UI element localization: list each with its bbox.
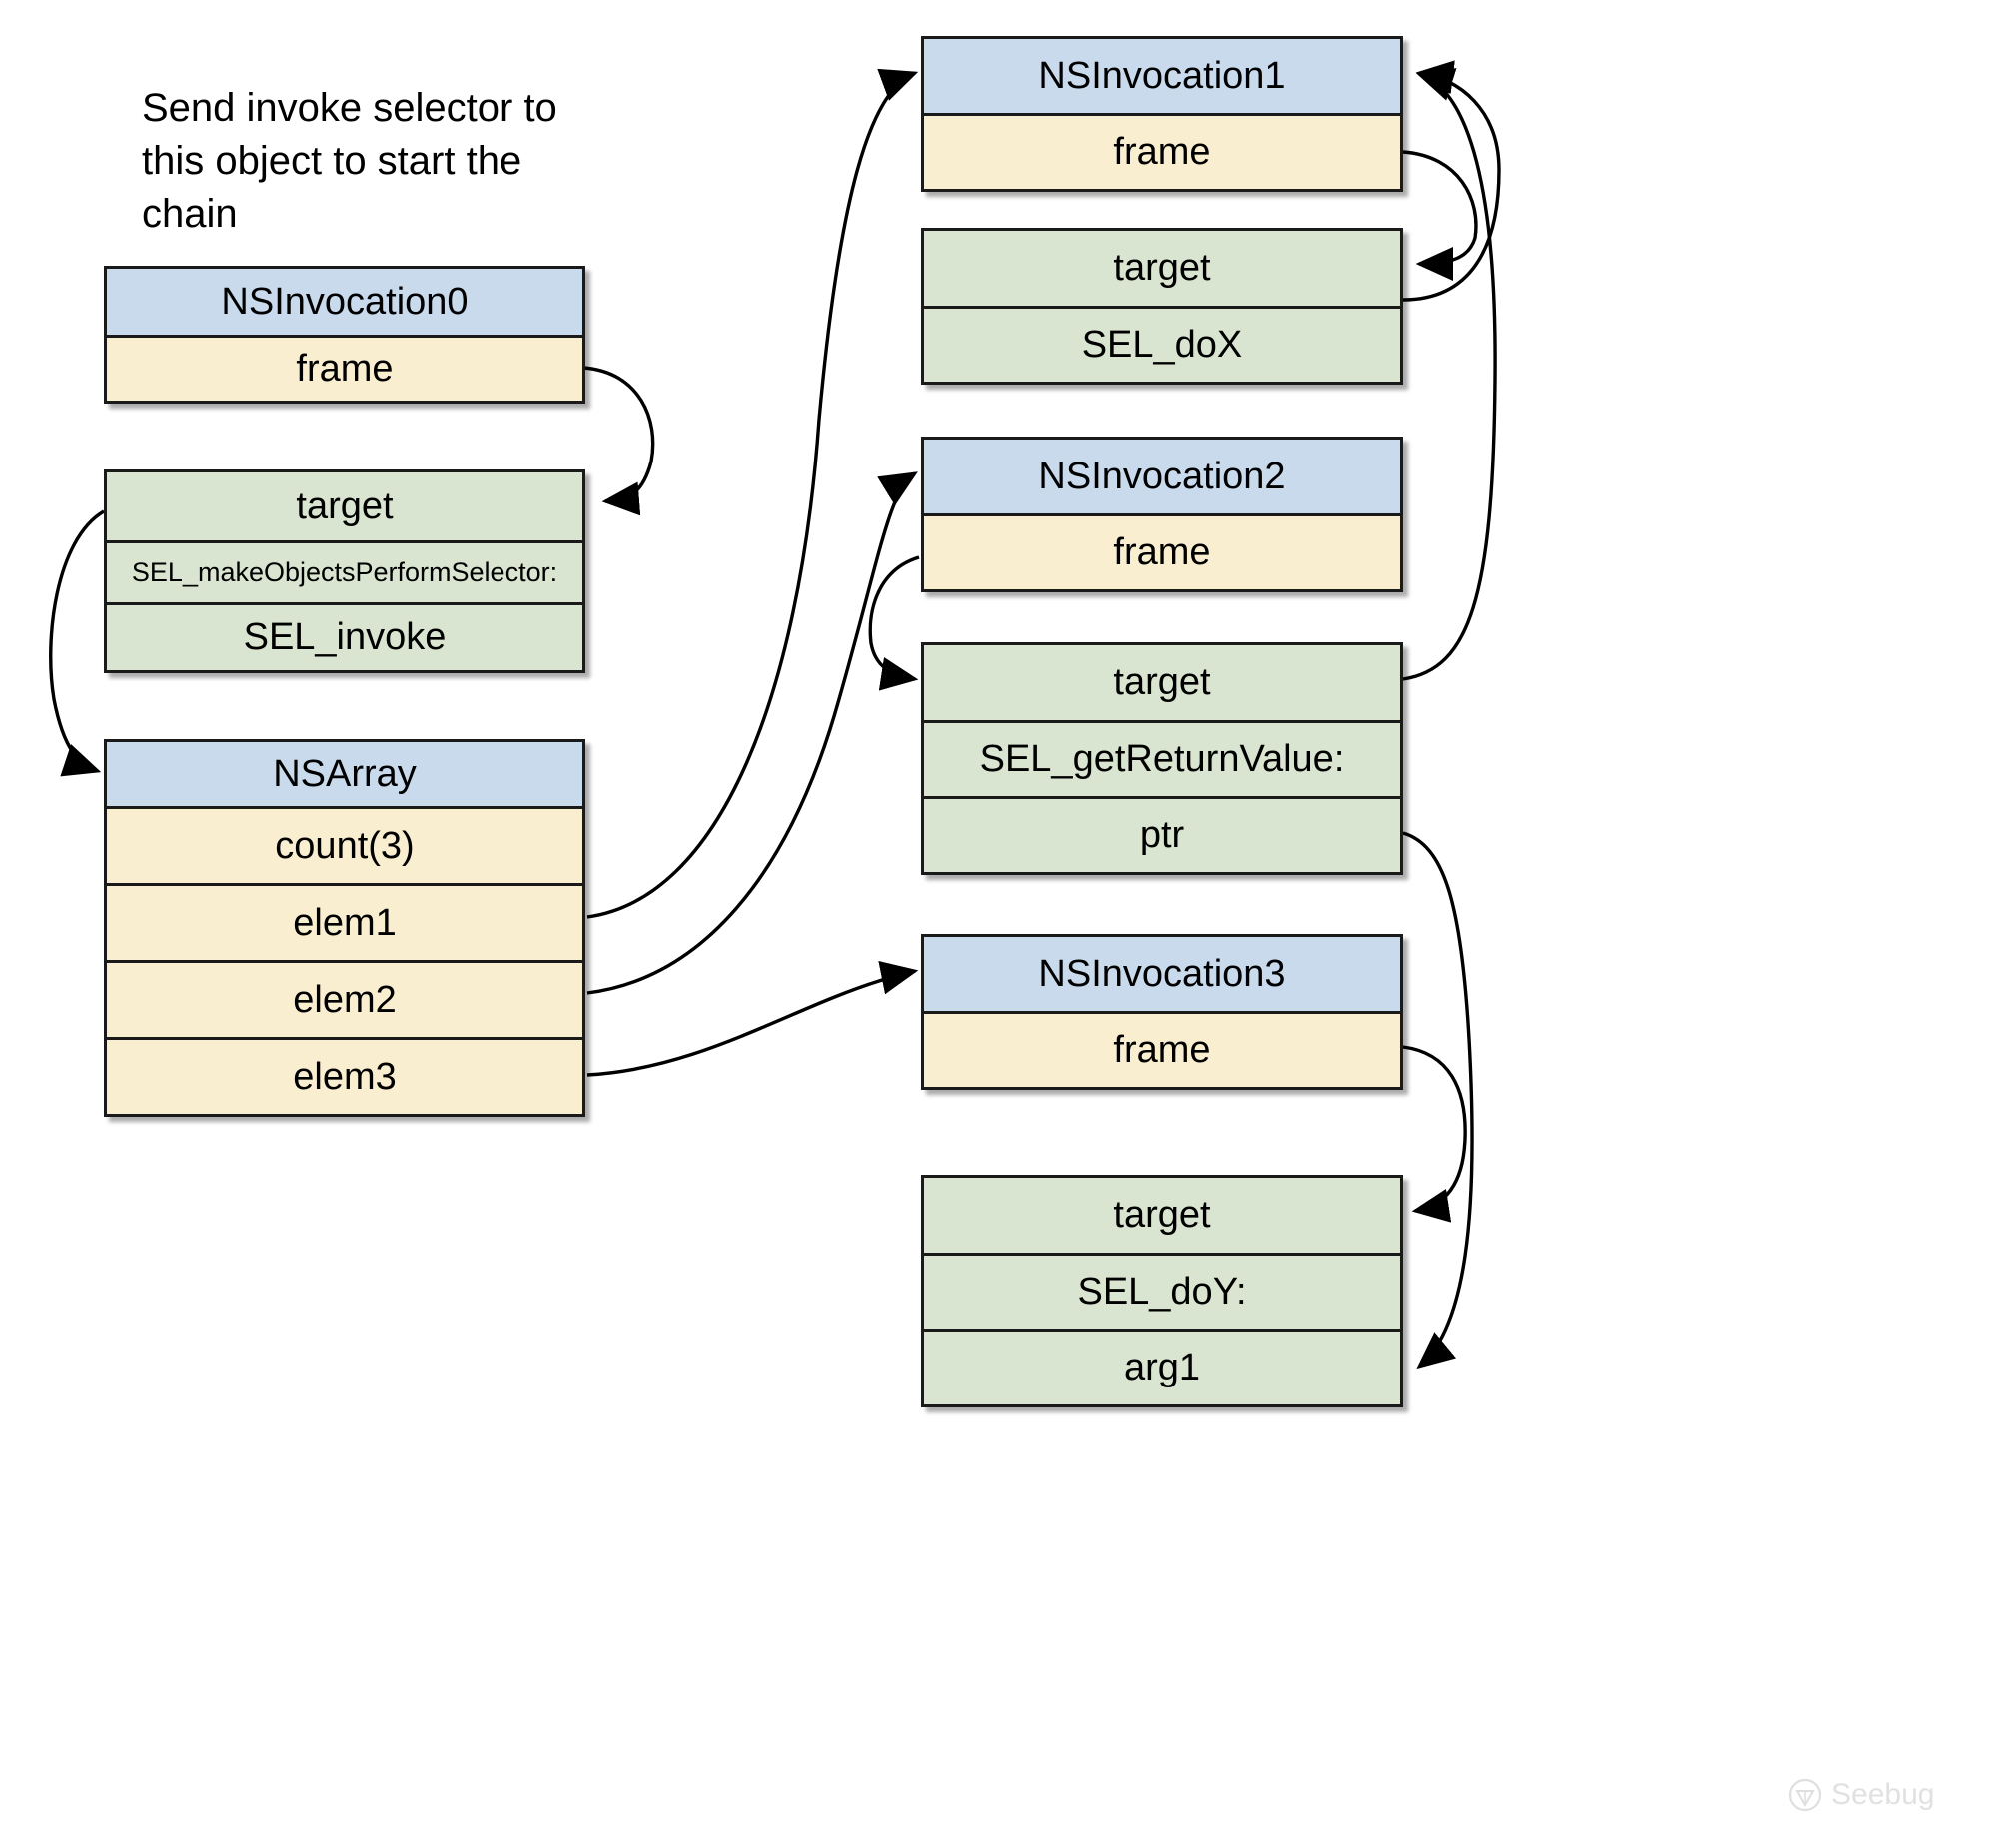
- row-nsarray-elem2: elem2: [107, 960, 582, 1037]
- row-target0-sel-makeobjectsperformselector: SEL_makeObjectsPerformSelector:: [107, 540, 582, 602]
- row-nsinvocation1-frame: frame: [924, 113, 1400, 189]
- row-nsinvocation2-frame: frame: [924, 513, 1400, 589]
- node-nsinvocation3[interactable]: NSInvocation3 frame: [921, 934, 1403, 1090]
- row-nsarray-count: count(3): [107, 806, 582, 883]
- node-target2[interactable]: target SEL_getReturnValue: ptr: [921, 642, 1403, 875]
- edge-elem2-to-inv2: [586, 471, 918, 995]
- seebug-watermark-label: Seebug: [1831, 1778, 1935, 1811]
- edge-inv0-frame-to-target0: [582, 366, 655, 516]
- note-text: Send invoke selector to this object to s…: [142, 86, 557, 236]
- seebug-logo-icon: [1788, 1778, 1822, 1812]
- row-nsarray-title: NSArray: [107, 742, 582, 806]
- row-target2-target: target: [924, 645, 1400, 720]
- row-target2-ptr: ptr: [924, 796, 1400, 872]
- node-nsinvocation2[interactable]: NSInvocation2 frame: [921, 437, 1403, 592]
- node-target3[interactable]: target SEL_doY: arg1: [921, 1175, 1403, 1407]
- row-nsinvocation2-title: NSInvocation2: [924, 440, 1400, 513]
- node-nsinvocation1[interactable]: NSInvocation1 frame: [921, 36, 1403, 192]
- row-target0-sel-invoke: SEL_invoke: [107, 602, 582, 670]
- edge-target1-to-inv1: [1402, 60, 1501, 302]
- edge-elem3-to-inv3: [586, 960, 919, 1077]
- row-target2-sel-getreturnvalue: SEL_getReturnValue:: [924, 720, 1400, 796]
- node-nsarray[interactable]: NSArray count(3) elem1 elem2 elem3: [104, 739, 585, 1117]
- edge-inv3-frame-to-target3: [1402, 1045, 1467, 1223]
- row-nsarray-elem1: elem1: [107, 883, 582, 960]
- row-nsinvocation3-title: NSInvocation3: [924, 937, 1400, 1011]
- row-target1-sel-dox: SEL_doX: [924, 306, 1400, 382]
- row-nsinvocation0-title: NSInvocation0: [107, 269, 582, 335]
- row-target3-target: target: [924, 1178, 1400, 1253]
- row-target3-arg1: arg1: [924, 1329, 1400, 1404]
- edge-inv2-frame-to-target2: [868, 555, 920, 691]
- row-nsinvocation3-frame: frame: [924, 1011, 1400, 1087]
- row-target0-target: target: [107, 472, 582, 540]
- node-target1[interactable]: target SEL_doX: [921, 228, 1403, 385]
- edge-target0-to-nsarray: [49, 509, 105, 777]
- row-target3-sel-doy: SEL_doY:: [924, 1253, 1400, 1329]
- row-nsinvocation0-frame: frame: [107, 335, 582, 401]
- edge-target2-to-inv1: [1402, 68, 1497, 681]
- edge-elem1-to-inv1: [586, 68, 919, 919]
- edge-inv1-frame-to-target1: [1402, 150, 1478, 281]
- row-nsarray-elem3: elem3: [107, 1037, 582, 1114]
- node-target0[interactable]: target SEL_makeObjectsPerformSelector: S…: [104, 469, 585, 673]
- row-target1-target: target: [924, 231, 1400, 306]
- edge-ptr-to-arg1: [1402, 831, 1474, 1370]
- seebug-watermark: Seebug: [1788, 1778, 1934, 1812]
- node-nsinvocation0[interactable]: NSInvocation0 frame: [104, 266, 585, 404]
- row-nsinvocation1-title: NSInvocation1: [924, 39, 1400, 113]
